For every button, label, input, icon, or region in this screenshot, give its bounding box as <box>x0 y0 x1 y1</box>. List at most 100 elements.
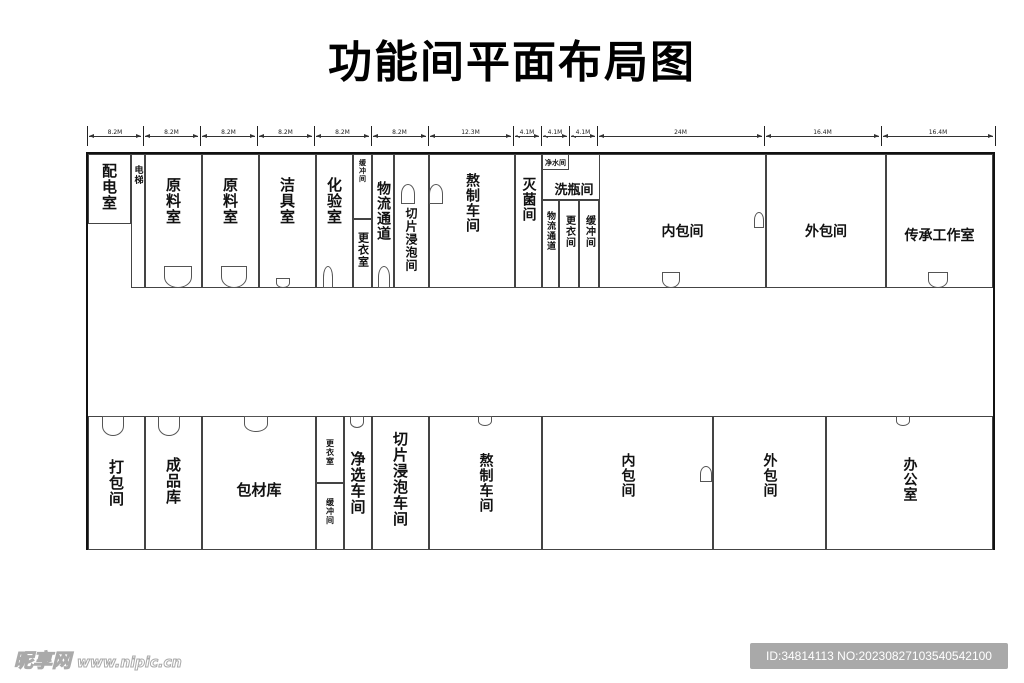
door-icon <box>378 266 390 288</box>
dimension-label: 8.2M <box>219 129 238 136</box>
room: 熬制车间 <box>429 416 542 550</box>
room: 切片浸泡间 <box>394 154 429 288</box>
room: 外包间 <box>766 154 886 288</box>
dimension-label: 24M <box>672 129 689 136</box>
dimension-tick <box>881 126 882 146</box>
room: 配电室 <box>88 154 131 224</box>
room: 打包间 <box>88 416 145 550</box>
room-label: 熬制车间 <box>464 173 480 233</box>
floor-plan: 配电室电梯原料室原料室洁具室化验室缓冲间更衣室物流通道切片浸泡间熬制车间灭菌间净… <box>86 152 995 550</box>
room-label: 切片浸泡间 <box>404 207 418 272</box>
dimension-line: 4.1M <box>571 129 595 138</box>
dimension-tick <box>371 126 372 146</box>
dimension-tick <box>428 126 429 146</box>
room: 物流通道 <box>542 200 559 288</box>
door-icon <box>102 416 124 436</box>
door-icon <box>158 416 180 436</box>
room: 包材库 <box>202 416 316 550</box>
room: 原料室 <box>202 154 259 288</box>
room-label: 更衣室 <box>325 439 335 466</box>
room: 净选车间 <box>344 416 372 550</box>
room: 外包间 <box>713 416 826 550</box>
dimension-line: 8.2M <box>202 129 255 138</box>
room: 切片浸泡车间 <box>372 416 429 550</box>
room-label: 缓冲间 <box>583 215 595 248</box>
room-water-purification: 净水间 <box>542 154 569 170</box>
dimension-tick <box>597 126 598 146</box>
door-icon <box>221 266 247 288</box>
room-label: 更衣室 <box>356 232 370 268</box>
dimension-line: 12.3M <box>430 129 511 138</box>
room: 灭菌间 <box>515 154 542 288</box>
dimension-label: 16.4M <box>811 129 834 136</box>
room-label: 打包间 <box>107 459 125 507</box>
room-label: 包材库 <box>236 481 282 499</box>
dimension-label: 4.1M <box>545 129 565 136</box>
door-icon <box>662 272 680 288</box>
room-label: 物流通道 <box>375 181 391 241</box>
dimension-tick <box>257 126 258 146</box>
room-label: 外包间 <box>761 453 778 498</box>
room: 更衣室 <box>353 219 372 288</box>
dimension-line: 8.2M <box>373 129 426 138</box>
room-label: 电梯 <box>132 165 143 185</box>
room-label: 办公室 <box>901 457 918 502</box>
room-label: 化验室 <box>325 177 343 225</box>
dimension-line: 4.1M <box>515 129 539 138</box>
room: 原料室 <box>145 154 202 288</box>
door-icon <box>276 278 290 288</box>
dimension-label: 8.2M <box>276 129 295 136</box>
room: 缓冲间 <box>316 483 344 550</box>
room: 成品库 <box>145 416 202 550</box>
central-corridor <box>88 288 993 416</box>
door-icon <box>401 184 415 204</box>
dimension-line: 8.2M <box>89 129 141 138</box>
dimension-tick <box>200 126 201 146</box>
room: 熬制车间 <box>429 154 515 288</box>
room: 传承工作室 <box>886 154 993 288</box>
door-icon <box>928 272 948 288</box>
door-icon <box>700 466 712 482</box>
dimension-label: 8.2M <box>390 129 409 136</box>
room-label: 传承工作室 <box>904 228 975 244</box>
room: 电梯 <box>131 154 145 288</box>
room-label: 原料室 <box>221 177 239 225</box>
room: 化验室 <box>316 154 353 288</box>
room-label: 熬制车间 <box>477 453 494 513</box>
dimension-line: 8.2M <box>259 129 312 138</box>
room-label: 洁具室 <box>278 177 296 225</box>
room-label: 内包间 <box>619 453 636 498</box>
dimension-tick <box>513 126 514 146</box>
dimension-line: 24M <box>599 129 762 138</box>
room: 缓冲间 <box>353 154 372 219</box>
door-icon <box>754 212 764 228</box>
room-label: 配电室 <box>100 163 118 211</box>
room: 内包间 <box>599 154 766 288</box>
image-id-badge: ID:34814113 NO:20230827103540542100 <box>750 643 1008 669</box>
room: 缓冲间 <box>579 200 599 288</box>
room-label: 原料室 <box>164 177 182 225</box>
room: 内包间 <box>542 416 713 550</box>
dimension-label: 16.4M <box>926 129 950 136</box>
dimension-label: 8.2M <box>333 129 352 136</box>
dimension-tick <box>569 126 570 146</box>
dimension-label: 8.2M <box>162 129 181 136</box>
room-label: 更衣间 <box>563 215 575 248</box>
dimension-label: 8.2M <box>105 129 125 136</box>
watermark-url: www.nipic.cn <box>77 655 183 672</box>
dimension-tick <box>314 126 315 146</box>
room-label: 外包间 <box>805 224 847 240</box>
dimension-line: 8.2M <box>145 129 198 138</box>
room-label: 净水间 <box>545 159 566 167</box>
room: 更衣室 <box>316 416 344 483</box>
dimension-tick <box>87 126 88 146</box>
door-icon <box>478 416 492 426</box>
dimension-tick <box>995 126 996 146</box>
room-label: 净选车间 <box>348 451 367 515</box>
door-icon <box>244 416 268 432</box>
dimension-tick <box>541 126 542 146</box>
dimension-line: 16.4M <box>883 129 993 138</box>
dimension-tick <box>764 126 765 146</box>
room-label: 切片浸泡车间 <box>391 431 409 527</box>
